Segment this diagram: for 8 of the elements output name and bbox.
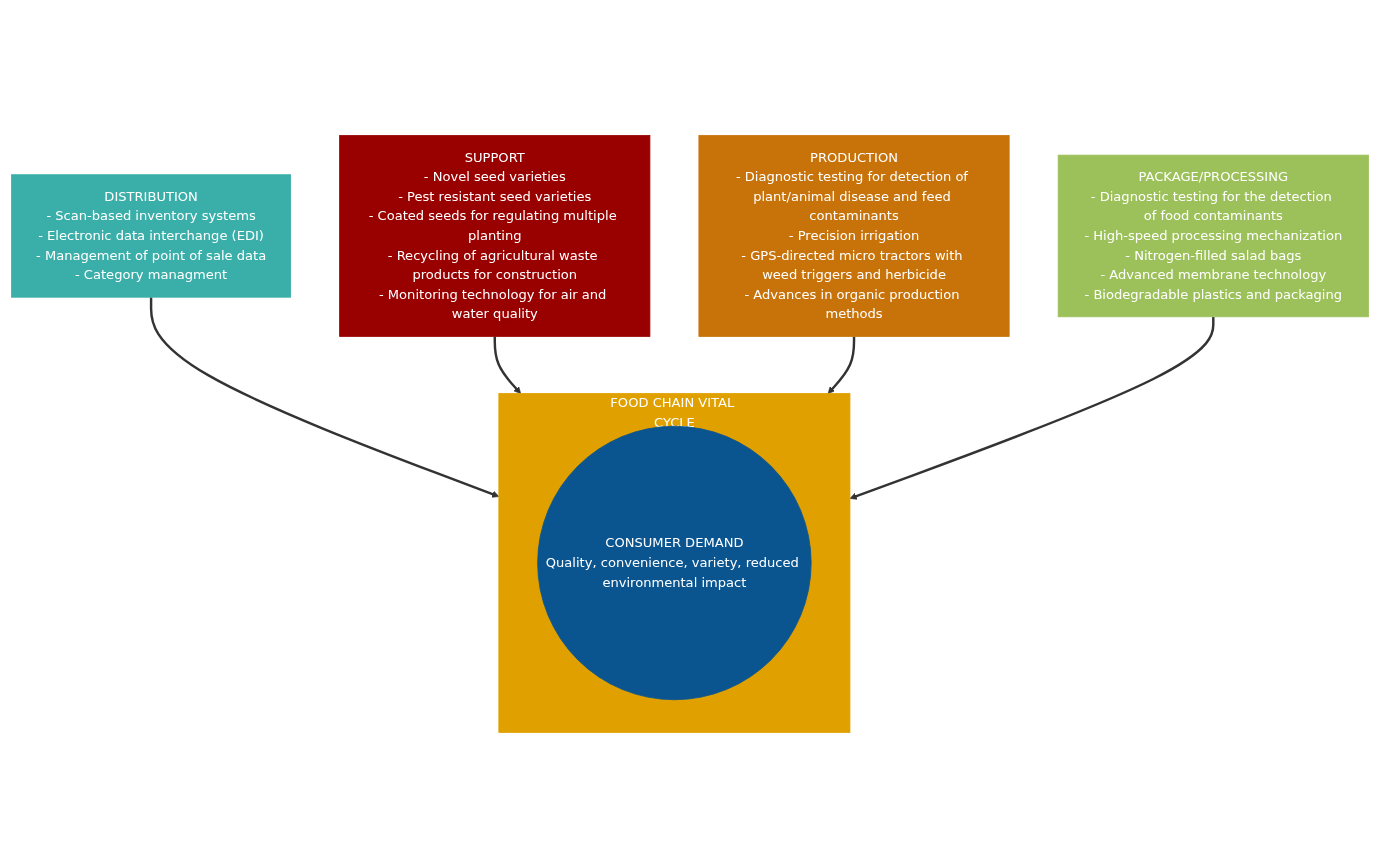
node-box: DISTRIBUTION - Scan-based inventory systems - Electronic data interchange (EDI) - Management of point of sale data - Category managment <box>11 173 292 298</box>
node-box: PRODUCTION - Diagnostic testing for detection of plant/animal disease and feed contaminants - Precision irrigation - GPS-directed micro tractors with weed triggers and herbicide - Advances in organic production methods <box>698 134 1010 337</box>
arrow <box>827 335 856 394</box>
arrow <box>849 316 1215 500</box>
arrow <box>149 296 500 498</box>
node-box: PACKAGE/PROCESSING - Diagnostic testing for the detection of food contaminants - High-speed processing mechanization - Nitrogen-filled salad bags - Advanced membrane technology - Biodegradable plastics and packaging <box>1057 154 1369 317</box>
arrow <box>493 335 521 394</box>
node-box: SUPPORT - Novel seed varieties - Pest resistant seed varieties - Coated seeds for regulating multiple planting - Recycling of agricultural waste products for construction - Monitoring technology for air and water quality <box>339 134 651 337</box>
